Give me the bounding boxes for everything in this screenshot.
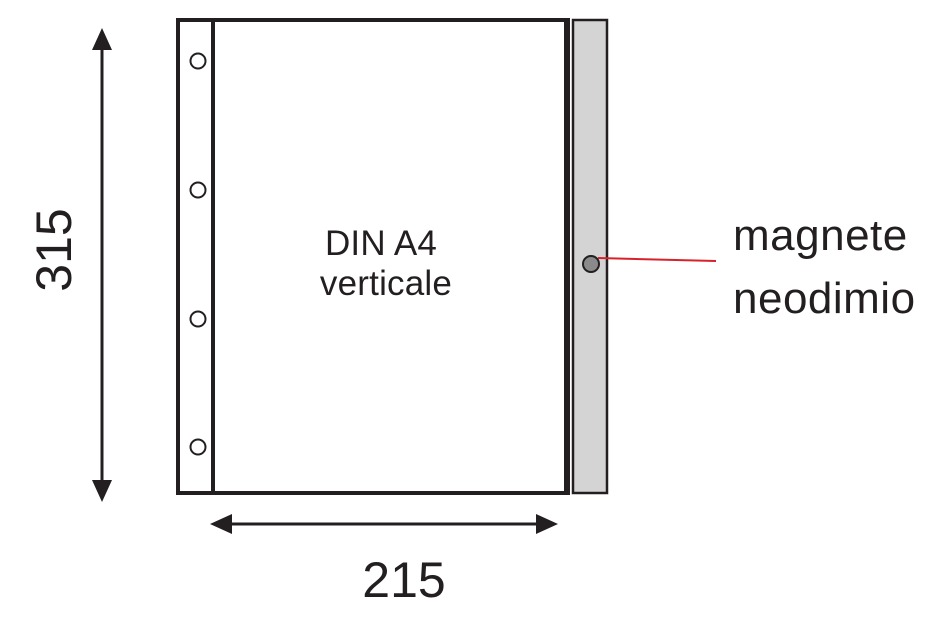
height-dimension-arrow	[92, 28, 112, 502]
magnet-leader-line	[597, 257, 717, 262]
width-dimension-arrow	[210, 514, 558, 534]
neodymium-magnet	[582, 255, 600, 273]
magnet-callout-line2: neodimio	[733, 274, 916, 323]
punch-hole-4	[189, 438, 207, 456]
height-label: 315	[26, 208, 82, 291]
width-label: 215	[362, 552, 445, 608]
format-label-line2: verticale	[320, 264, 452, 303]
punch-hole-2	[189, 181, 207, 199]
format-label-line1: DIN A4	[325, 224, 437, 263]
punch-hole-3	[189, 310, 207, 328]
a4-pocket	[211, 18, 569, 495]
punch-hole-1	[189, 52, 207, 70]
binding-strip	[176, 18, 215, 495]
magnet-callout-line1: magnete	[733, 211, 908, 260]
